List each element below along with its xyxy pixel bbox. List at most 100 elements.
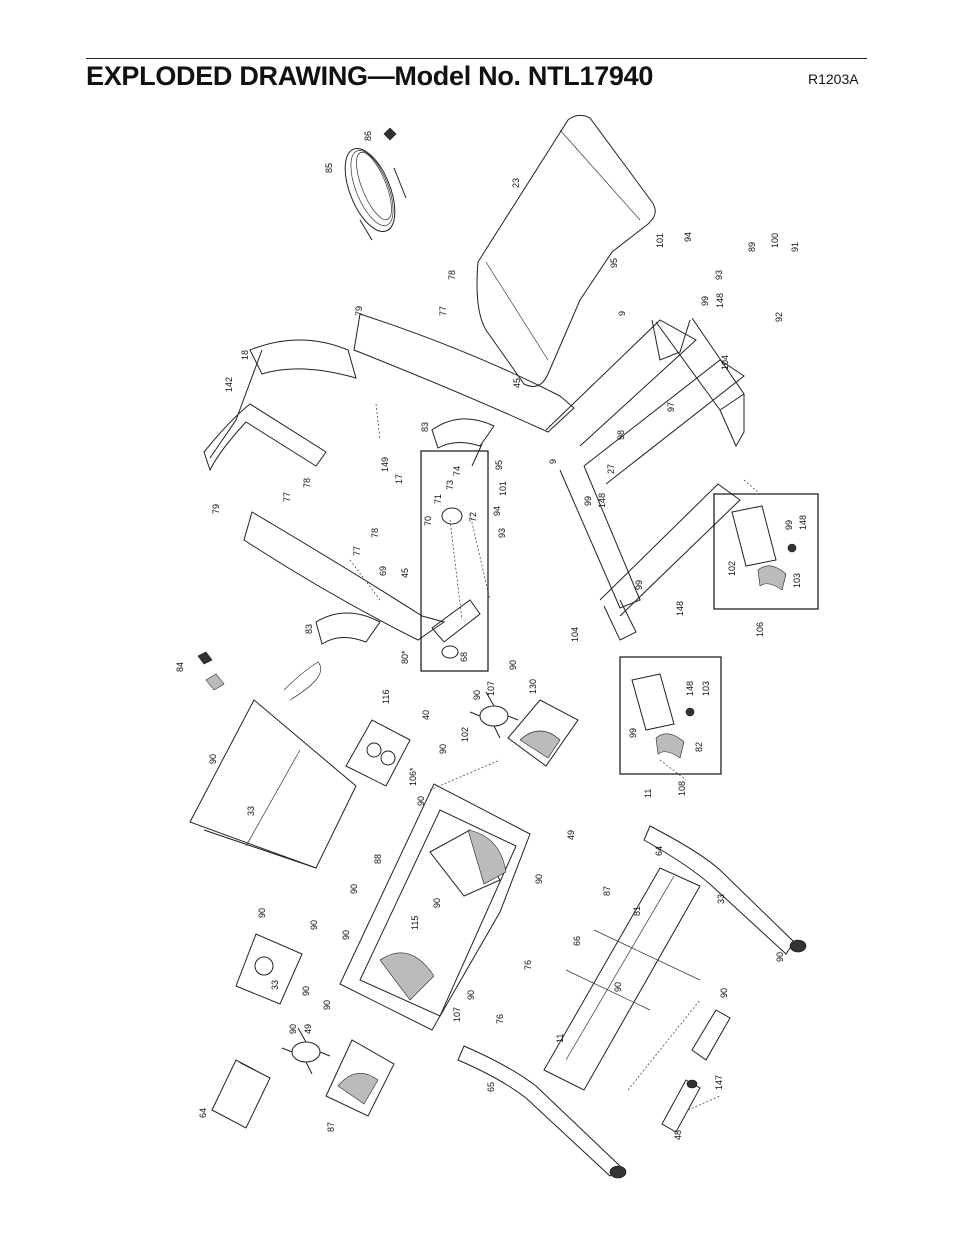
inset-80-parts	[431, 443, 491, 659]
part-label: 93	[497, 528, 507, 538]
part-label: 93	[714, 270, 724, 280]
page-title: EXPLODED DRAWING—Model No. NTL17940	[86, 61, 654, 91]
part-label: 90	[534, 874, 544, 884]
part-label: 90	[349, 884, 359, 894]
part-label: 106	[755, 622, 765, 637]
part-label: 148	[685, 681, 695, 696]
part-18-upright	[203, 313, 575, 472]
part-label: 40	[421, 710, 431, 720]
part-label: 82	[694, 742, 704, 752]
part-label: 102	[727, 561, 737, 576]
part-76-cover-lower	[661, 1079, 701, 1133]
part-115-box	[235, 933, 303, 1005]
part-label: 73	[445, 480, 455, 490]
part-label: 88	[373, 854, 383, 864]
part-label: 90	[341, 930, 351, 940]
part-label: 48	[673, 1130, 683, 1140]
part-label: 78	[447, 270, 457, 280]
part-label: 103	[701, 681, 711, 696]
part-label: 90	[257, 908, 267, 918]
inset-106star-parts	[631, 673, 695, 759]
part-label: 107	[486, 681, 496, 696]
part-label: 100	[770, 233, 780, 248]
part-label: 95	[609, 258, 619, 268]
part-label: 90	[416, 796, 426, 806]
part-label: 142	[224, 377, 234, 392]
part-label: 9	[548, 459, 558, 464]
part-label: 90	[301, 986, 311, 996]
part-64-leg-upper	[643, 825, 807, 955]
part-label: 27	[606, 464, 616, 474]
part-label: 64	[198, 1108, 208, 1118]
part-label: 68	[459, 652, 469, 662]
part-64-leg-lower	[457, 1045, 627, 1179]
part-label: 81	[632, 906, 642, 916]
part-label: 9	[617, 311, 627, 316]
part-65-grille	[325, 1039, 395, 1117]
part-84-bracket	[197, 651, 322, 701]
part-label: 107	[452, 1007, 462, 1022]
part-label: 148	[715, 293, 725, 308]
part-label: 99	[784, 520, 794, 530]
part-label: 94	[492, 506, 502, 516]
part-label: 76	[523, 960, 533, 970]
part-85-cord	[344, 127, 407, 241]
part-label: 72	[468, 512, 478, 522]
part-label: 101	[655, 233, 665, 248]
inset-box-106star	[619, 656, 722, 775]
part-label: 98	[616, 430, 626, 440]
part-label: 148	[798, 515, 808, 530]
part-label: 86	[363, 131, 373, 141]
part-label: 33	[270, 980, 280, 990]
part-label: 49	[566, 830, 576, 840]
part-label: 90	[432, 898, 442, 908]
part-label: 78	[370, 528, 380, 538]
part-label: 106*	[408, 767, 418, 786]
part-label: 79	[354, 306, 364, 316]
part-label: 90	[322, 1000, 332, 1010]
part-label: 130	[528, 679, 538, 694]
part-label: 99	[700, 296, 710, 306]
part-label: 77	[352, 546, 362, 556]
part-label: 92	[774, 312, 784, 322]
part-label: 95	[494, 460, 504, 470]
part-label: 70	[423, 516, 433, 526]
part-label: 80*	[400, 650, 410, 664]
part-label: 71	[433, 494, 443, 504]
part-147-block	[211, 1059, 271, 1129]
part-label: 99	[583, 496, 593, 506]
part-label: 66	[572, 936, 582, 946]
part-label: 33	[246, 806, 256, 816]
part-label: 147	[714, 1075, 724, 1090]
part-label: 83	[420, 422, 430, 432]
part-label: 33	[716, 894, 726, 904]
header-rule	[86, 58, 867, 59]
part-label: 90	[208, 754, 218, 764]
part-label: 115	[410, 916, 420, 930]
part-66-base-frame	[543, 867, 701, 1091]
part-labels: 86 85 23 95 101 94 89 100 91 93 9 99 148…	[175, 131, 808, 1140]
part-label: 87	[326, 1122, 336, 1132]
part-label: 148	[597, 493, 607, 508]
part-label: 103	[792, 573, 802, 588]
part-label: 69	[378, 566, 388, 576]
part-label: 97	[666, 402, 676, 412]
part-label: 149	[380, 457, 390, 472]
part-label: 90	[309, 920, 319, 930]
revision-code: R1203A	[808, 71, 859, 87]
frame-rails	[545, 317, 745, 641]
part-83-shield-upper	[431, 418, 495, 449]
part-label: 90	[472, 690, 482, 700]
part-label: 18	[240, 350, 250, 360]
part-23-deck	[476, 114, 656, 387]
part-81-motor-tray	[339, 783, 531, 1031]
part-label: 11	[555, 1034, 565, 1043]
part-69-upright	[243, 511, 446, 641]
part-82-hood	[189, 699, 357, 869]
part-label: 116	[381, 690, 391, 704]
part-label: 90	[288, 1024, 298, 1034]
hardware-leaders	[349, 403, 761, 1111]
part-label: 90	[438, 744, 448, 754]
inset-box-80	[420, 450, 489, 672]
part-107-fan-top	[469, 691, 519, 739]
